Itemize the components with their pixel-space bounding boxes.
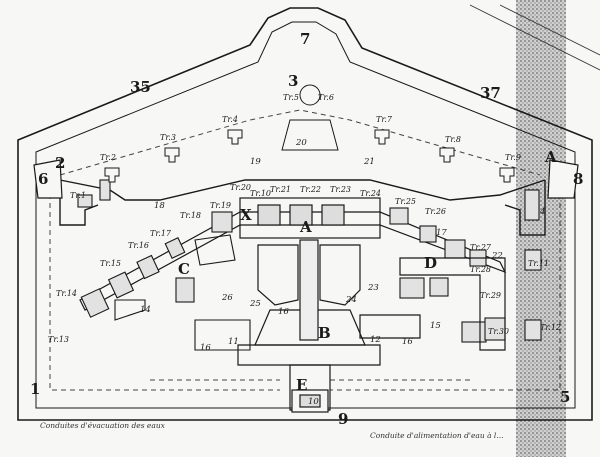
label-11: 11 [228, 337, 239, 347]
label-18: 18 [154, 201, 165, 211]
label-tr3: Tr.3 [160, 133, 176, 142]
label-8: 8 [573, 170, 583, 188]
caption-evacuation: Conduites d'évacuation des eaux [40, 421, 166, 430]
label-37: 37 [480, 84, 501, 102]
label-19: 19 [250, 157, 261, 167]
label-23: 23 [367, 283, 379, 293]
left-wing-blocks [77, 179, 233, 318]
entry-block [291, 389, 329, 413]
label-tr12: Tr.12 [540, 323, 561, 332]
label-tr1: Tr.1 [70, 191, 86, 200]
label-tr2: Tr.2 [100, 153, 116, 162]
label-b: B [318, 324, 331, 342]
label-tr29: Tr.29 [480, 291, 501, 300]
label-tr5: Tr.5 [283, 93, 299, 102]
label-tr17: Tr.17 [150, 229, 172, 238]
label-tr16: Tr.16 [128, 241, 149, 250]
label-a-right: A [544, 148, 557, 166]
label-x: X [240, 206, 252, 224]
label-tr11: Tr.11 [528, 259, 549, 268]
label-24: 24 [345, 295, 357, 305]
label-tr18: Tr.18 [180, 211, 201, 220]
label-14: 14 [140, 305, 151, 315]
left-lower-rooms [114, 234, 251, 351]
label-16-mid: 16 [278, 307, 289, 317]
label-tr21: Tr.21 [270, 185, 291, 194]
label-3: 3 [288, 72, 298, 90]
label-tr27: Tr.27 [470, 243, 492, 252]
label-a-center: A [299, 218, 312, 236]
label-tr15: Tr.15 [100, 259, 121, 268]
label-9: 9 [338, 410, 348, 428]
label-7: 7 [300, 30, 310, 48]
label-4: 4 [539, 207, 545, 217]
label-12: 12 [370, 335, 381, 345]
corner-bastions [33, 159, 579, 199]
label-tr14: Tr.14 [56, 289, 77, 298]
label-25: 25 [249, 299, 261, 309]
label-10: 10 [308, 397, 319, 407]
label-tr9: Tr.9 [505, 153, 521, 162]
label-tr22: Tr.22 [300, 185, 321, 194]
label-tr7: Tr.7 [376, 115, 393, 124]
inner-fort-wall [59, 179, 546, 236]
label-15: 15 [430, 321, 441, 331]
label-tr26: Tr.26 [425, 207, 446, 216]
label-16-left: 16 [200, 343, 211, 353]
label-tr24: Tr.24 [360, 189, 381, 198]
label-1: 1 [30, 380, 40, 398]
label-tr6: Tr.6 [318, 93, 334, 102]
label-d: D [424, 254, 437, 272]
label-16-right: 16 [402, 337, 413, 347]
label-tr25: Tr.25 [395, 197, 416, 206]
dashed-trench-lines [49, 109, 561, 391]
label-2: 2 [55, 154, 65, 172]
label-tr23: Tr.23 [330, 185, 351, 194]
outer-ditch-wall [17, 7, 593, 421]
label-tr30: Tr.30 [488, 327, 509, 336]
caption-water-supply: Conduite d'alimentation d'eau à l... [370, 431, 503, 440]
label-21: 21 [363, 157, 375, 167]
label-tr20: Tr.20 [230, 183, 251, 192]
label-e: E [296, 376, 307, 394]
label-20: 20 [295, 138, 307, 148]
scan-shadow-band [516, 0, 566, 457]
label-tr13: Tr.13 [48, 335, 69, 344]
label-tr28: Tr.28 [470, 265, 491, 274]
railway-lines [469, 4, 600, 71]
label-tr19: Tr.19 [210, 201, 231, 210]
label-tr8: Tr.8 [445, 135, 461, 144]
central-casemates [237, 239, 381, 411]
label-35: 35 [130, 78, 151, 96]
label-5: 5 [560, 388, 570, 406]
right-gallery [359, 257, 506, 351]
label-6: 6 [38, 170, 48, 188]
label-22: 22 [491, 251, 503, 261]
label-tr4: Tr.4 [222, 115, 238, 124]
observation-turrets [104, 84, 515, 183]
label-26: 26 [221, 293, 233, 303]
label-17: 17 [436, 228, 447, 238]
label-tr10: Tr.10 [250, 189, 271, 198]
label-c: C [178, 260, 190, 278]
